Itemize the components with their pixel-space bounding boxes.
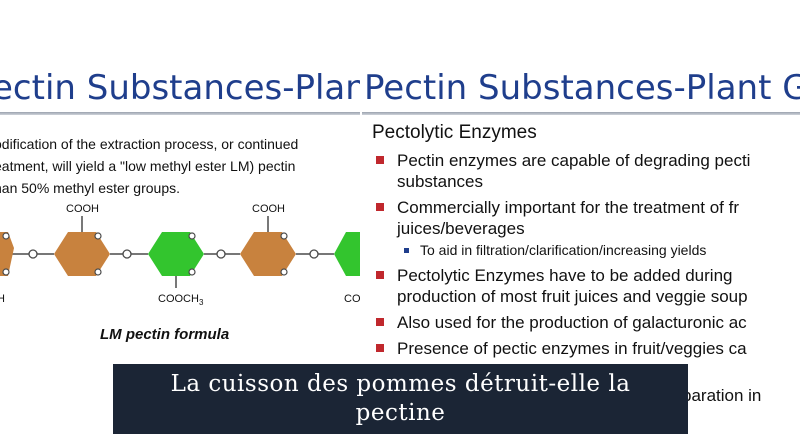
left-intro-text: odification of the extraction process, o… [0,133,360,199]
cooch3-main: COOCH [158,293,199,305]
intro-line: han 50% methyl ester groups. [0,180,180,196]
intro-line: odification of the extraction process, o… [0,136,299,152]
list-item: Pectolytic Enzymes have to be added duri… [374,265,800,307]
bullet-line: To aid in filtration/clarification/incre… [420,242,707,258]
square-bullet-icon [376,271,384,279]
intro-line: eatment, will yield a "low methyl ester … [0,158,296,174]
list-item: Commercially important for the treatment… [374,197,800,239]
cooch3-subscript: 3 [199,298,204,307]
banner-title: La cuisson des pommes détruit-elle la pe… [170,371,631,426]
link-oxygens [28,249,319,259]
bullet-line: juices/beverages [397,219,525,238]
sugar-ring-partial-left [0,232,14,276]
cooch3-label: COOCH3 [158,293,204,307]
bullet-line: Pectolytic Enzymes have to be added duri… [397,266,733,285]
list-item: Presence of pectic enzymes in fruit/vegg… [374,338,800,359]
square-bullet-icon [376,156,384,164]
bullet-line: Pectin enzymes are capable of degrading … [397,151,751,170]
square-bullet-icon [376,344,384,352]
cooh-label: COOH [252,203,285,215]
square-bullet-icon [404,248,409,253]
cooh-label: COOH [66,203,99,215]
enzymes-subheading: Pectolytic Enzymes [372,122,537,143]
lm-pectin-formula-diagram: COOH COOH COOCH3 H CO [0,203,360,307]
right-title-divider [362,112,800,115]
list-item: Pectin enzymes are capable of degrading … [374,150,800,192]
enzyme-bullet-list: Pectin enzymes are capable of degrading … [374,150,800,364]
square-bullet-icon [376,203,384,211]
caption-banner: La cuisson des pommes détruit-elle la pe… [113,364,688,434]
ring-oxygens [2,232,288,276]
methyl-ester-ring [148,232,204,276]
formula-caption: LM pectin formula [100,326,230,343]
left-slide-title: ectin Substances-Plant ( [0,68,360,108]
methyl-ester-ring-partial-right [334,232,360,276]
bullet-line: Presence of pectic enzymes in fruit/vegg… [397,339,747,358]
bullet-line: production of most fruit juices and vegg… [397,287,748,306]
list-item: To aid in filtration/clarification/incre… [374,241,800,260]
bullet-line: substances [397,172,483,191]
bullet-line: Commercially important for the treatment… [397,198,740,217]
right-slide-title: Pectin Substances-Plant Gu [364,68,800,108]
hydroxyl-label: H [0,293,5,305]
carboxyl-label-cut: CO [344,293,360,305]
square-bullet-icon [376,318,384,326]
galacturonic-ring [240,232,296,276]
cut-off-bullet-text: paration in [682,386,762,405]
bullet-line: Also used for the production of galactur… [397,313,747,332]
left-title-divider [0,112,360,115]
galacturonic-ring [54,232,110,276]
list-item: Also used for the production of galactur… [374,312,800,333]
